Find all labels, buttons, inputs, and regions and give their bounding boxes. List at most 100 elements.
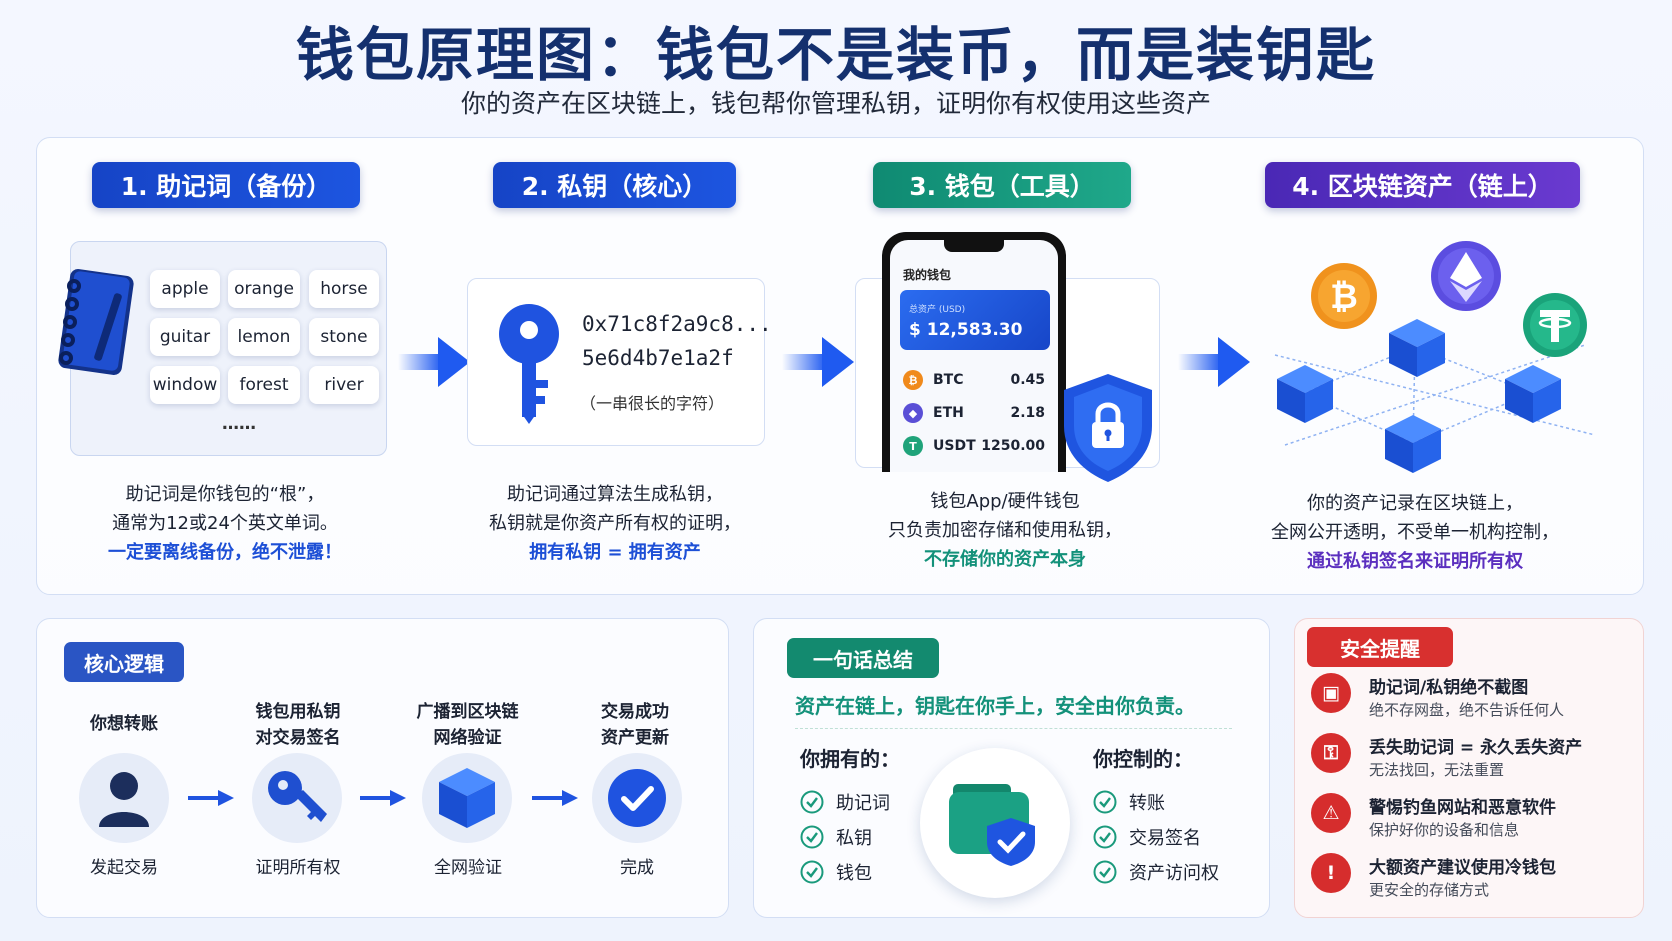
flow-step-2-title: 钱包用私钥 对交易签名	[238, 699, 358, 751]
mnemonic-word: orange	[228, 270, 300, 308]
phone-screen	[890, 240, 1058, 472]
desc-line: 通常为12或24个英文单词。	[112, 513, 338, 534]
step-4-description: 你的资产记录在区块链上， 全网公开透明，不受单一机构控制， 通过私钥签名来证明所…	[1240, 489, 1590, 576]
own-item: 助记词	[800, 789, 890, 815]
safety-item-title: 警惕钓鱼网站和恶意软件	[1369, 798, 1556, 818]
summary-headline: 资产在链上，钥匙在你手上，安全由你负责。	[795, 694, 1195, 718]
mnemonic-word: horse	[309, 270, 379, 308]
arrow-right-icon	[360, 790, 406, 806]
control-item: 资产访问权	[1093, 859, 1219, 885]
desc-line: 只负责加密存储和使用私钥，	[888, 520, 1122, 541]
flow-line: 对交易签名	[255, 728, 341, 748]
mnemonic-word: river	[309, 366, 379, 404]
mnemonic-ellipsis: ……	[222, 414, 256, 434]
asset-symbol: ETH	[933, 405, 964, 421]
step-4-pill: 4. 区块链资产（链上）	[1265, 162, 1580, 208]
core-logic-tag: 核心逻辑	[64, 642, 184, 682]
own-item-label: 钱包	[836, 863, 872, 884]
arrow-right-icon	[188, 790, 234, 806]
flow-circle-2	[252, 753, 342, 843]
arrow-right-icon	[532, 790, 578, 806]
desc-highlight: 拥有私钥 = 拥有资产	[529, 542, 701, 563]
safety-item-title: 丢失助记词 = 永久丢失资产	[1369, 738, 1583, 758]
bitcoin-icon: ₿	[903, 370, 923, 390]
mnemonic-word: window	[150, 366, 220, 404]
flow-step-3-caption: 全网验证	[434, 858, 502, 878]
own-item-label: 助记词	[836, 793, 890, 814]
safety-panel	[1294, 618, 1644, 918]
private-key-line-1: 0x71c8f2a9c8...	[582, 312, 772, 336]
flow-step-1-caption: 发起交易	[90, 858, 158, 878]
asset-amount: 2.18	[1010, 405, 1045, 421]
flow-line: 你想转账	[90, 714, 158, 734]
asset-row-eth: ◆ ETH 2.18	[903, 403, 1045, 423]
control-item-label: 资产访问权	[1129, 863, 1219, 884]
shield-lock-icon	[1064, 374, 1152, 482]
step-3-pill: 3. 钱包（工具）	[873, 162, 1131, 208]
check-circle-icon	[608, 769, 666, 827]
control-item-label: 转账	[1129, 793, 1165, 814]
own-item-label: 私钥	[836, 828, 872, 849]
phishing-icon: ⚠	[1311, 793, 1351, 833]
wallet-icon	[949, 784, 1035, 866]
safety-item-sub: 更安全的存储方式	[1369, 881, 1490, 899]
control-item: 转账	[1093, 789, 1165, 815]
desc-highlight: 一定要离线备份，绝不泄露！	[108, 542, 342, 563]
asset-amount: 0.45	[1010, 372, 1045, 388]
step-1-pill: 1. 助记词（备份）	[92, 162, 360, 208]
check-icon	[1093, 860, 1117, 884]
flow-line: 钱包用私钥	[255, 702, 341, 722]
lost-key-icon: ⚿	[1311, 733, 1351, 773]
summary-tag: 一句话总结	[787, 638, 939, 678]
private-key-card	[467, 278, 765, 446]
control-title: 你控制的：	[1093, 747, 1193, 771]
control-item-label: 交易签名	[1129, 828, 1201, 849]
svg-text:₿: ₿	[1330, 277, 1358, 317]
desc-highlight: 不存储你的资产本身	[924, 549, 1086, 570]
own-title: 你拥有的：	[800, 747, 900, 771]
asset-symbol: BTC	[933, 372, 964, 388]
desc-highlight: 通过私钥签名来证明所有权	[1307, 551, 1523, 572]
page-subtitle: 你的资产在区块链上，钱包帮你管理私钥，证明你有权使用这些资产	[460, 89, 1211, 118]
private-key-line-2: 5e6d4b7e1a2f	[582, 346, 734, 370]
wallet-shield-illustration	[920, 748, 1070, 898]
safety-item-title: 助记词/私钥绝不截图	[1369, 678, 1529, 698]
own-item: 私钥	[800, 824, 872, 850]
desc-line: 你的资产记录在区块链上，	[1307, 493, 1523, 514]
check-icon	[800, 790, 824, 814]
private-key-note: （一串很长的字符）	[580, 394, 725, 413]
asset-amount: 1250.00	[981, 438, 1045, 454]
flow-line: 资产更新	[601, 728, 669, 748]
desc-line: 助记词是你钱包的“根”，	[125, 484, 325, 505]
key-icon	[268, 771, 327, 822]
tether-coin-icon	[1523, 293, 1587, 357]
ethereum-icon: ◆	[903, 403, 923, 423]
notebook-icon	[58, 269, 134, 375]
flow-step-4-title: 交易成功 资产更新	[575, 699, 695, 751]
flow-circle-4	[592, 753, 682, 843]
control-item: 交易签名	[1093, 824, 1201, 850]
safety-item-sub: 绝不存网盘，绝不告诉任何人	[1369, 701, 1565, 719]
flow-line: 交易成功	[601, 702, 669, 722]
arrow-right-icon	[398, 337, 470, 387]
tether-icon: T	[903, 436, 923, 456]
safety-tag: 安全提醒	[1307, 627, 1453, 667]
flow-step-4-caption: 完成	[620, 858, 654, 878]
own-item: 钱包	[800, 859, 872, 885]
block-icon	[439, 768, 495, 828]
phone-title: 我的钱包	[903, 268, 952, 282]
mnemonic-word: apple	[150, 270, 220, 308]
mnemonic-word: stone	[309, 318, 379, 356]
ethereum-coin-icon	[1431, 241, 1501, 311]
asset-row-usdt: T USDT 1250.00	[903, 436, 1045, 456]
step-2-pill: 2. 私钥（核心）	[493, 162, 736, 208]
user-icon	[99, 772, 149, 827]
check-icon	[800, 825, 824, 849]
flow-circle-1	[79, 753, 169, 843]
step-2-description: 助记词通过算法生成私钥， 私钥就是你资产所有权的证明， 拥有私钥 = 拥有资产	[450, 480, 780, 567]
check-icon	[1093, 825, 1117, 849]
safety-item-title: 大额资产建议使用冷钱包	[1369, 858, 1556, 878]
asset-symbol: USDT	[933, 438, 976, 454]
bitcoin-coin-icon: ₿	[1311, 263, 1377, 329]
desc-line: 私钥就是你资产所有权的证明，	[489, 513, 741, 534]
